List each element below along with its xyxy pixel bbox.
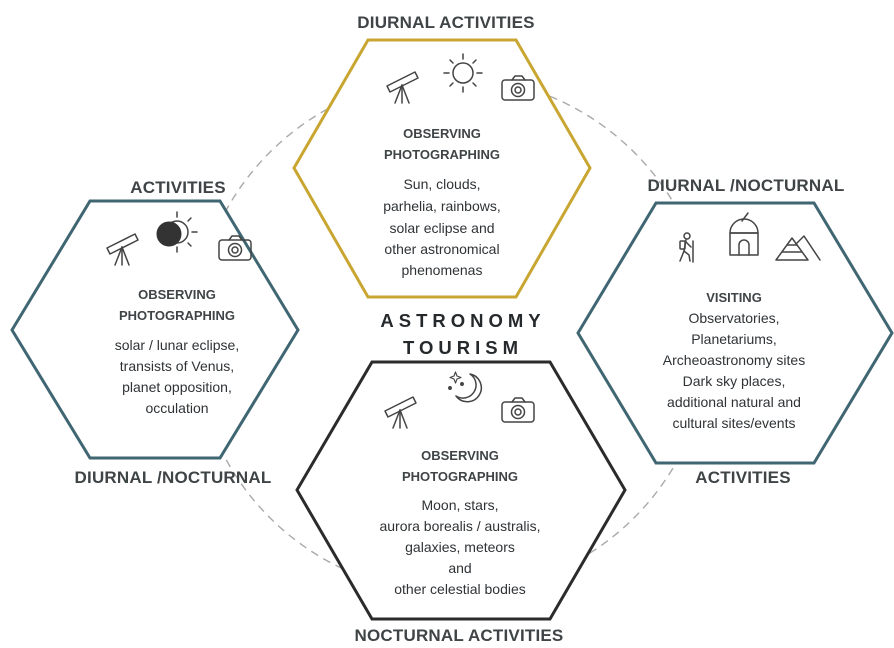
right-body-6: cultural sites/events [673, 415, 796, 431]
camera-icon [218, 235, 252, 261]
bottom-body-2: aurora borealis / australis, [379, 518, 540, 534]
camera-icon [501, 75, 535, 101]
bottom-heading-1: OBSERVING [421, 448, 499, 463]
left-outer-label-top: ACTIVITIES [130, 178, 226, 197]
bottom-hexagon-group: NOCTURNAL ACTIVITIES OBSERVING PHOTOGRAP… [295, 360, 627, 645]
telescope-icon [384, 396, 417, 429]
left-outer-label-bottom: DIURNAL /NOCTURNAL [75, 468, 272, 487]
moon-stars-icon [448, 371, 483, 403]
right-heading-1: VISITING [706, 290, 762, 305]
top-heading-1: OBSERVING [403, 126, 481, 141]
left-body-4: occulation [145, 400, 208, 416]
sun-icon [443, 53, 483, 93]
bottom-body-1: Moon, stars, [421, 497, 498, 513]
telescope-icon [106, 233, 139, 266]
top-body-5: phenomenas [402, 262, 483, 278]
right-outer-label-top: DIURNAL /NOCTURNAL [648, 176, 845, 195]
left-heading-1: OBSERVING [138, 287, 216, 302]
bottom-outer-label: NOCTURNAL ACTIVITIES [355, 626, 564, 645]
center-title-line-1: ASTRONOMY [380, 310, 545, 331]
top-body-4: other astronomical [384, 241, 499, 257]
right-body-2: Planetariums, [691, 331, 777, 347]
center-title: ASTRONOMY TOURISM [380, 310, 545, 358]
top-hexagon-group: DIURNAL ACTIVITIES OBSERVING PHOTOGRAPHI… [292, 13, 592, 299]
left-hexagon [10, 199, 300, 460]
top-hexagon [292, 38, 592, 299]
left-heading-2: PHOTOGRAPHING [119, 308, 235, 323]
bottom-body-4: and [448, 560, 471, 576]
hiker-icon [679, 232, 694, 263]
top-body-1: Sun, clouds, [403, 176, 480, 192]
bottom-hexagon [295, 360, 627, 621]
observatory-icon [729, 212, 759, 256]
bottom-body-5: other celestial bodies [394, 581, 526, 597]
right-hexagon-group: DIURNAL /NOCTURNAL ACTIVITIES VISITING O… [576, 176, 894, 487]
right-body-5: additional natural and [667, 394, 801, 410]
bottom-body-3: galaxies, meteors [405, 539, 515, 555]
eclipse-icon [156, 211, 198, 253]
top-outer-label: DIURNAL ACTIVITIES [357, 13, 534, 32]
right-body-3: Archeoastronomy sites [663, 352, 805, 368]
pyramids-icon [775, 235, 821, 261]
left-body-3: planet opposition, [122, 379, 232, 395]
left-body-2: transists of Venus, [120, 358, 234, 374]
telescope-icon [386, 71, 419, 104]
right-body-1: Observatories, [688, 310, 779, 326]
top-body-3: solar eclipse and [389, 220, 494, 236]
top-heading-2: PHOTOGRAPHING [384, 147, 500, 162]
bottom-heading-2: PHOTOGRAPHING [402, 469, 518, 484]
top-body-2: parhelia, rainbows, [383, 198, 501, 214]
center-title-line-2: TOURISM [403, 337, 523, 358]
right-outer-label-bottom: ACTIVITIES [695, 468, 791, 487]
right-body-4: Dark sky places, [683, 373, 786, 389]
left-hexagon-group: ACTIVITIES DIURNAL /NOCTURNAL OBSERVING … [10, 178, 300, 487]
right-hexagon [576, 201, 894, 465]
left-body-1: solar / lunar eclipse, [115, 337, 240, 353]
camera-icon [501, 397, 535, 423]
